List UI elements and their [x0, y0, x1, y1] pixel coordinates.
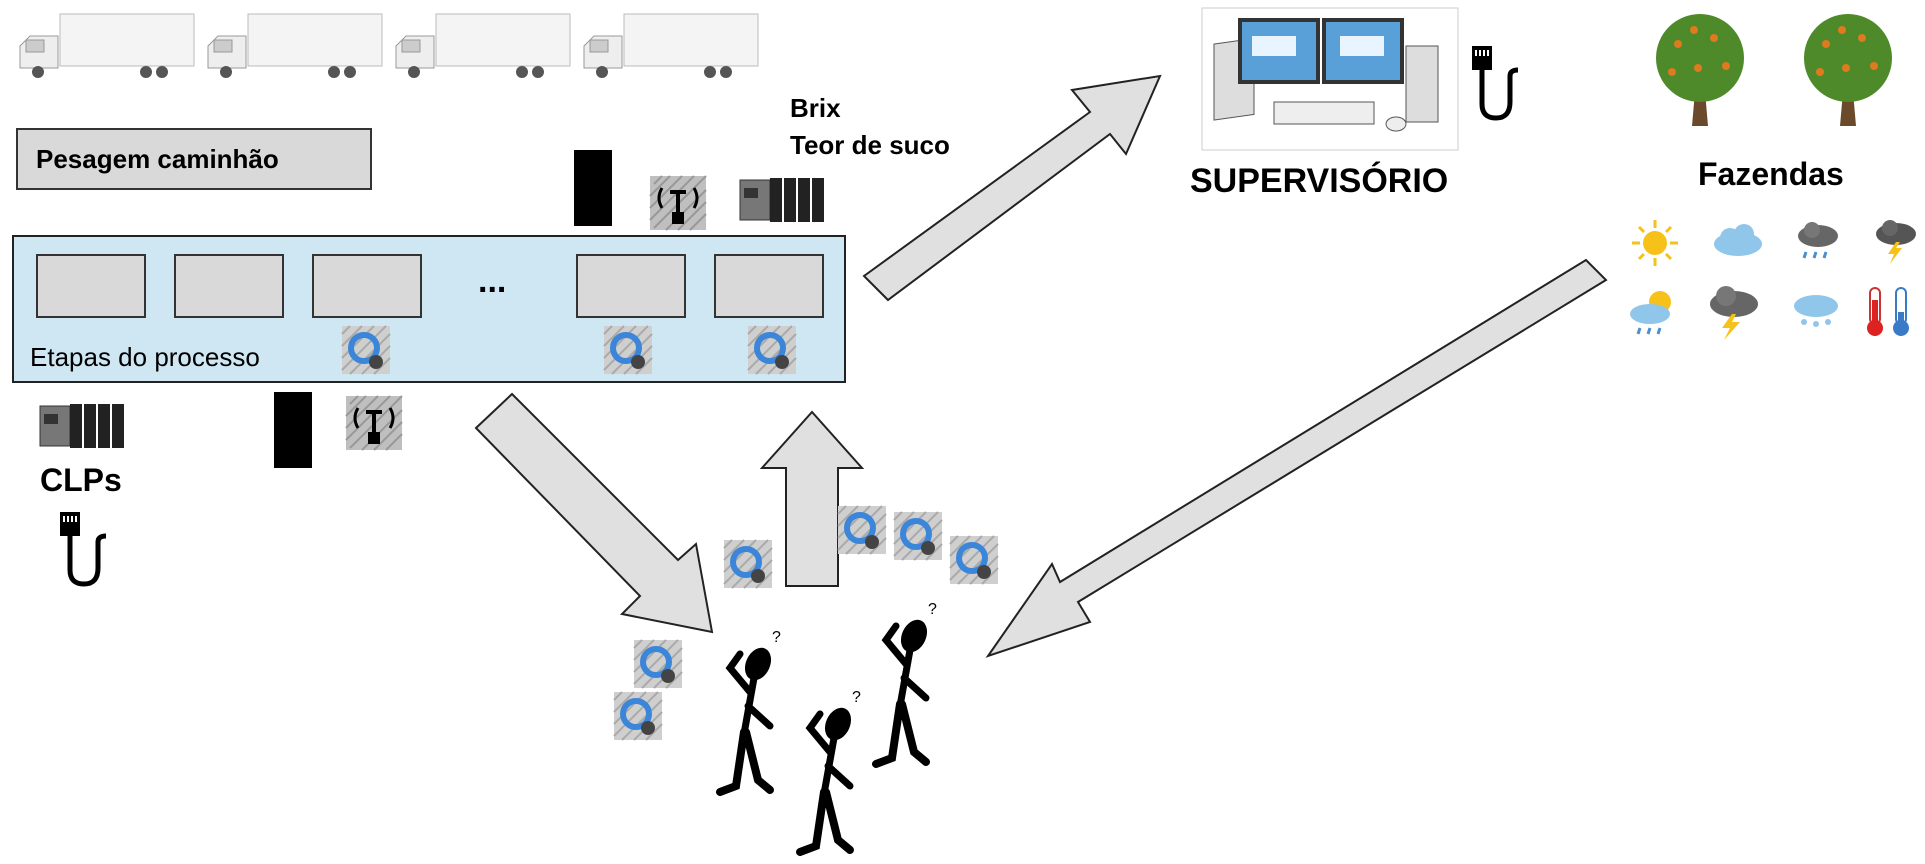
process-gear-icon	[723, 539, 773, 589]
orange-tree-icon	[1656, 14, 1744, 126]
process-gear-icon	[949, 535, 999, 585]
plc-icon	[39, 404, 124, 448]
confused-person-icon: ?	[796, 689, 861, 856]
arrow-to-supervisory	[862, 74, 1162, 302]
process-stages-label: Etapas do processo	[30, 342, 260, 372]
process-stage-box	[714, 254, 824, 318]
arrow-up-to-process	[759, 410, 865, 587]
measurement-labels: Brix Teor de suco	[790, 90, 950, 164]
svg-text:?: ?	[852, 689, 861, 706]
process-stage-box	[174, 254, 284, 318]
confused-person-icon: ?	[872, 601, 937, 768]
weighing-box	[16, 128, 372, 190]
process-stages-container	[12, 235, 846, 383]
supervisory-label: SUPERVISÓRIO	[1190, 162, 1449, 200]
wireless-sensor-icon	[345, 395, 403, 451]
snow-cloud-icon	[1794, 295, 1838, 327]
weighing-label: Pesagem caminhão	[36, 144, 279, 174]
process-gear-icon	[633, 639, 683, 689]
process-gear-icon	[747, 325, 797, 375]
network-cable-icon	[60, 512, 107, 587]
truck-icon	[19, 13, 195, 78]
process-stage-box	[312, 254, 422, 318]
plc-icon	[739, 178, 824, 222]
process-stage-box	[36, 254, 146, 318]
wireless-sensor-icon	[649, 175, 707, 231]
arrow-from-farms	[985, 258, 1608, 658]
rain-cloud-icon	[1798, 222, 1838, 259]
orange-tree-icon	[1804, 14, 1892, 126]
lightning-cloud-icon	[1710, 286, 1758, 340]
svg-text:?: ?	[928, 601, 937, 618]
truck-icon	[207, 13, 383, 78]
arrow-to-people	[474, 392, 714, 634]
level-sensor-bar	[574, 150, 612, 226]
svg-text:?: ?	[772, 629, 781, 646]
storm-cloud-icon	[1876, 220, 1916, 264]
sun-rain-icon	[1630, 291, 1671, 335]
ellipsis: ...	[478, 262, 507, 300]
process-gear-icon	[837, 505, 887, 555]
computer-workstation-icon	[1201, 7, 1459, 151]
level-sensor-bar	[274, 392, 312, 468]
cloud-icon	[1714, 224, 1762, 256]
process-gear-icon	[341, 325, 391, 375]
sun-icon	[1632, 220, 1678, 266]
truck-icon	[395, 13, 571, 78]
process-stage-box	[576, 254, 686, 318]
process-gear-icon	[603, 325, 653, 375]
juice-content-label: Teor de suco	[790, 130, 950, 160]
brix-label: Brix	[790, 93, 841, 123]
farms-label: Fazendas	[1698, 156, 1844, 192]
process-gear-icon	[893, 511, 943, 561]
network-cable-icon	[1472, 46, 1519, 121]
process-gear-icon	[613, 691, 663, 741]
confused-person-icon: ?	[716, 629, 781, 796]
truck-icon	[583, 13, 759, 78]
plcs-label: CLPs	[40, 462, 122, 498]
thermometer-icon	[1867, 287, 1909, 336]
